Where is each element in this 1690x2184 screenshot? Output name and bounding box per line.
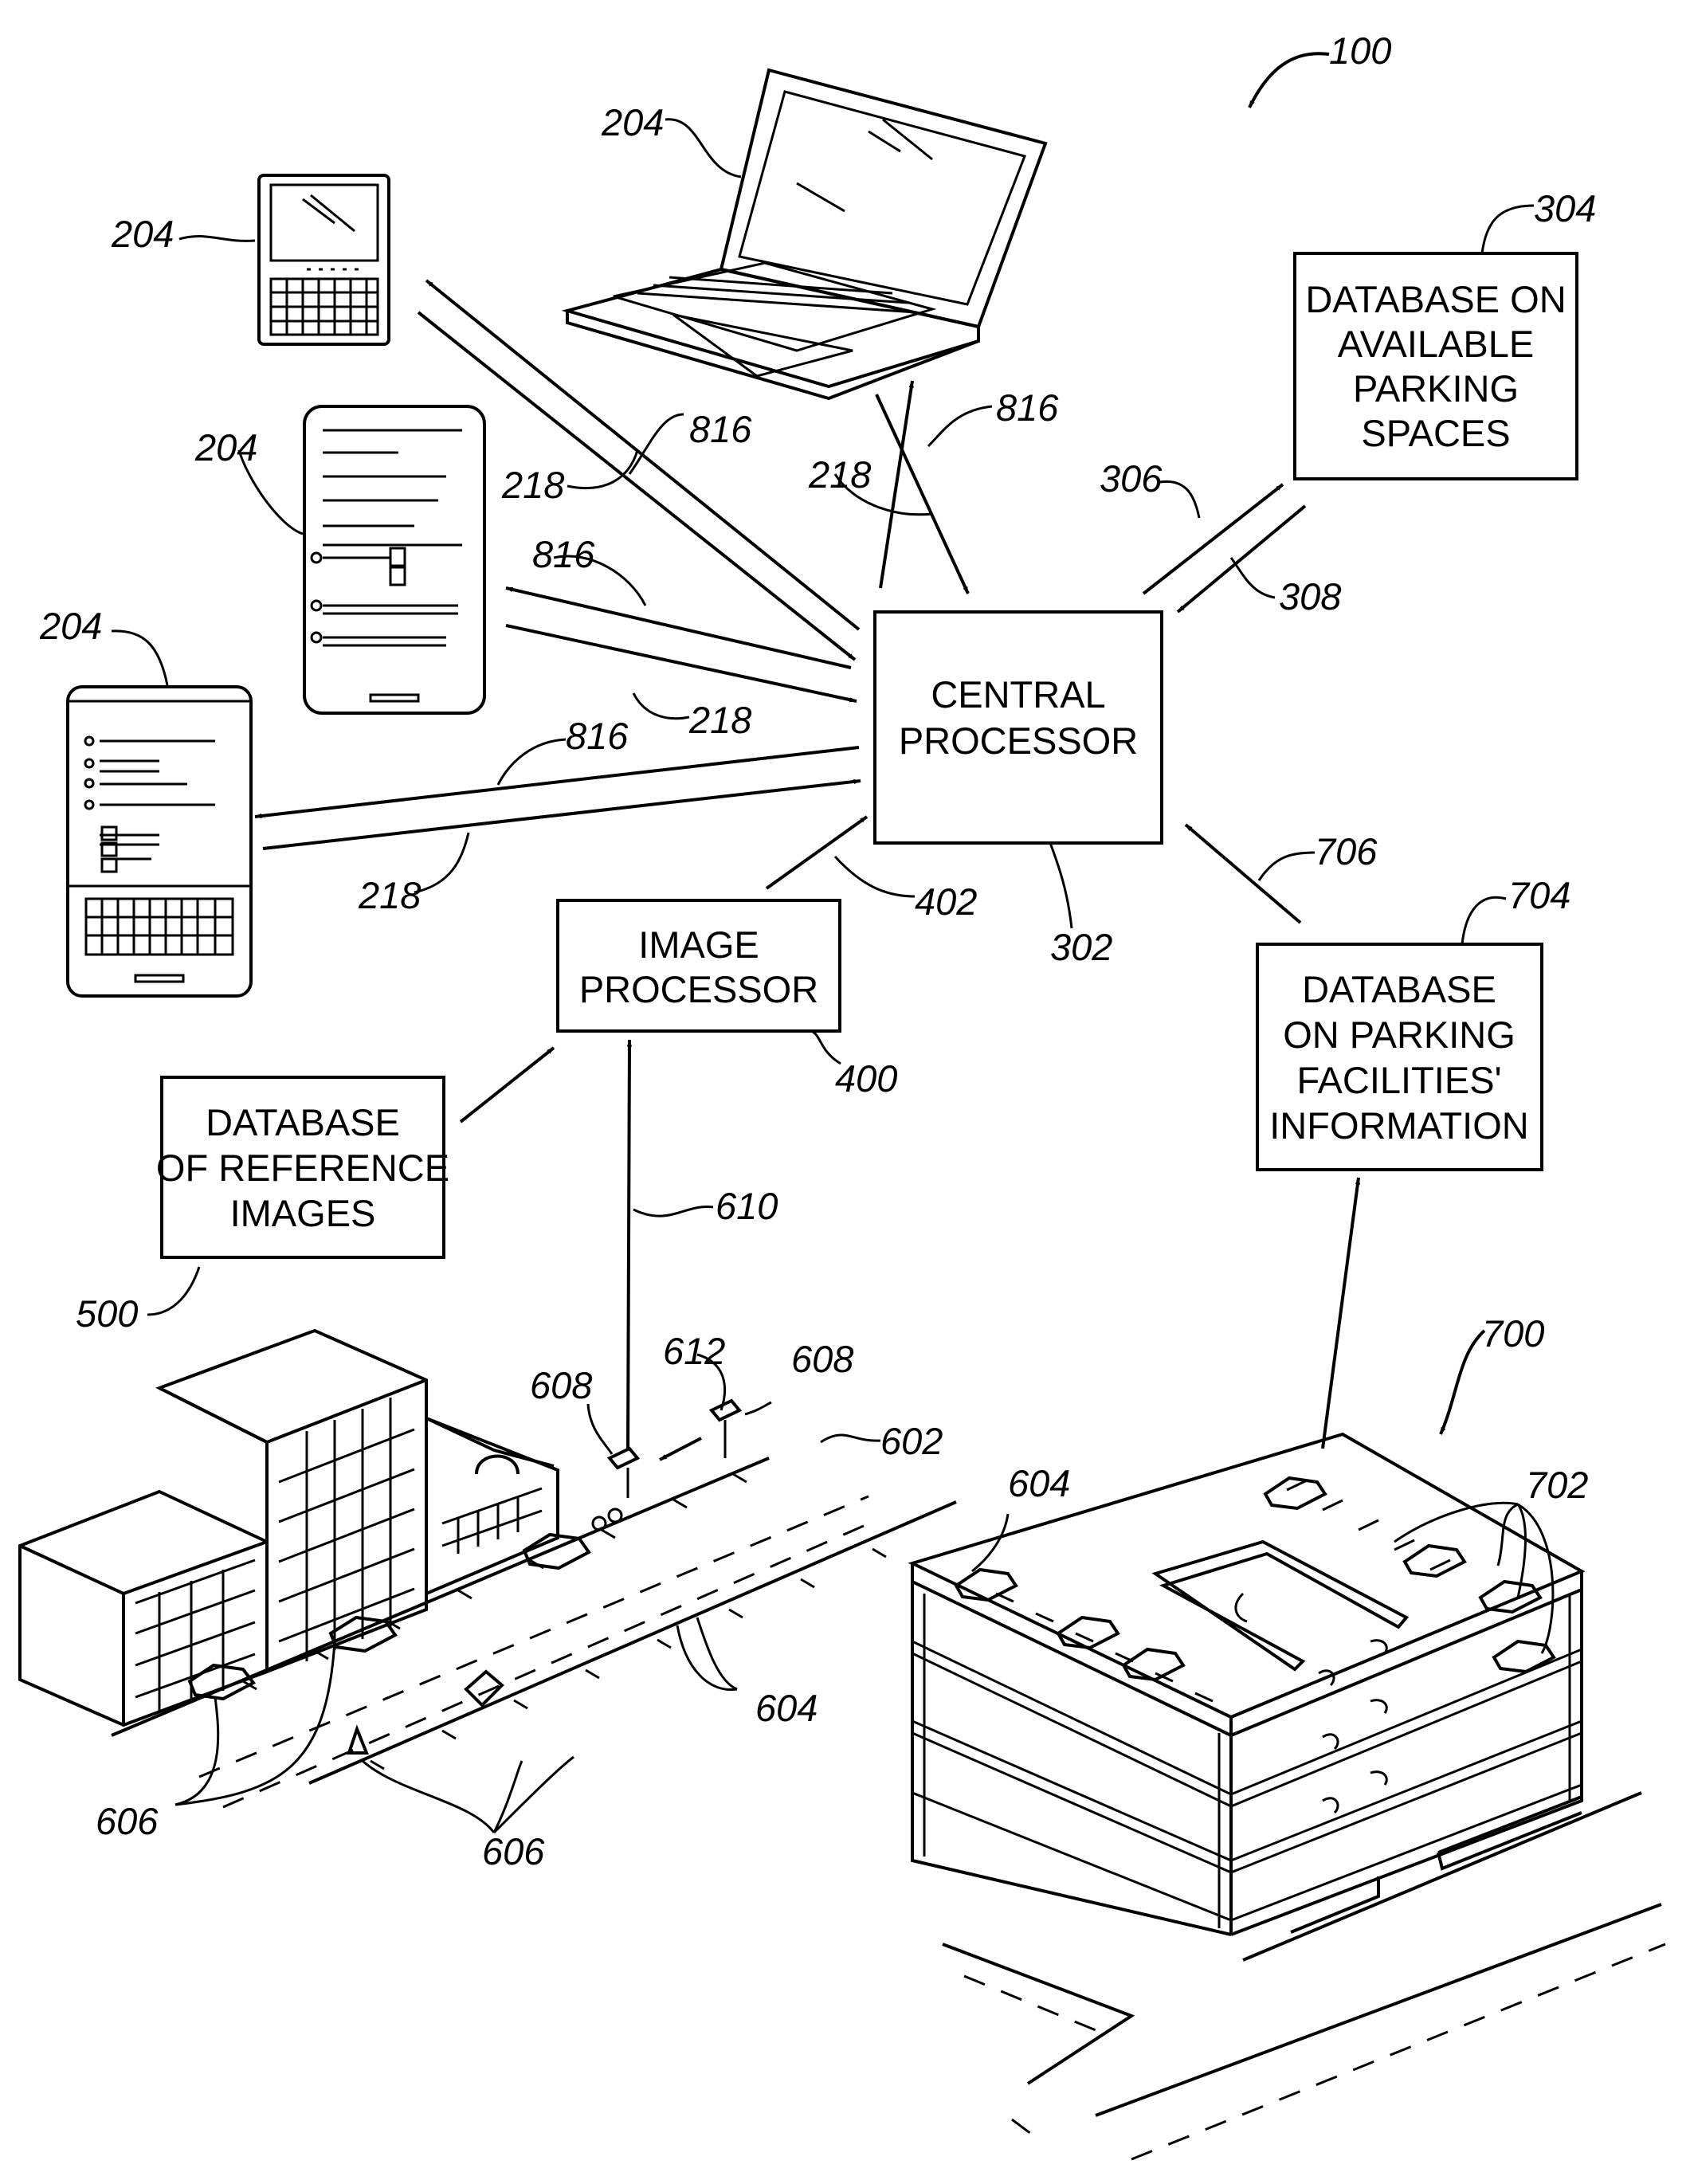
arrow-816-laptop [879,380,914,589]
image-processor-line-2: PROCESSOR [579,968,818,1010]
ref-204-small-phone: 204 [111,213,174,255]
arrow-308 [1176,504,1307,614]
ref-204-phone: 204 [39,605,102,647]
laptop-device [561,68,1048,401]
arrows [254,52,1486,1461]
ref-610: 610 [716,1185,778,1227]
ref-218-small-phone: 218 [501,464,564,506]
arrow-218-phone [262,778,861,850]
central-processor-box: CENTRAL PROCESSOR [873,610,1163,845]
ref-306: 306 [1100,457,1163,500]
database-available-parking-box: DATABASE ON AVAILABLE PARKING SPACES [1293,252,1578,480]
ref-816-small-phone: 816 [689,408,752,450]
ref-204-tablet: 204 [194,426,257,469]
image-processor-box: IMAGE PROCESSOR [556,899,841,1033]
ref-816-laptop: 816 [996,386,1059,429]
arrow-218-small-phone [417,311,857,661]
ref-604-street: 604 [755,1687,818,1729]
database-facilities-line-3: FACILITIES' [1296,1059,1501,1101]
ref-700: 700 [1482,1312,1544,1355]
small-phone-device [257,174,390,346]
database-facilities-line-1: DATABASE [1302,968,1496,1010]
arrow-100 [1248,52,1330,108]
central-processor-line-1: CENTRAL [931,673,1105,716]
database-facilities-line-4: INFORMATION [1269,1104,1529,1147]
ref-606-left: 606 [96,1800,159,1842]
arrow-garage-to-facilities [1321,1177,1361,1449]
arrow-610 [626,1039,633,1451]
ref-302: 302 [1050,926,1112,968]
ref-218-tablet: 218 [688,699,751,741]
arrow-218-tablet [505,624,857,703]
arrow-816-phone [254,746,860,819]
ref-204-laptop: 204 [601,101,664,143]
ref-218-phone: 218 [358,874,421,916]
image-processor-line-1: IMAGE [638,923,759,966]
database-facilities-line-2: ON PARKING [1283,1014,1516,1056]
database-available-line-3: PARKING [1353,367,1519,410]
ref-706: 706 [1315,830,1378,872]
phone-device [66,685,253,998]
ref-218-laptop: 218 [808,453,871,496]
ref-612: 612 [663,1330,725,1372]
database-reference-line-2: OF REFERENCE [156,1147,449,1189]
database-facilities-box: DATABASE ON PARKING FACILITIES' INFORMAT… [1256,943,1543,1171]
ref-308: 308 [1279,575,1341,618]
arrow-612 [659,1437,702,1461]
arrow-218-laptop [875,394,970,594]
database-available-line-2: AVAILABLE [1338,323,1534,365]
ref-604-garage: 604 [1008,1462,1070,1504]
ref-304: 304 [1534,187,1596,229]
database-reference-images-box: DATABASE OF REFERENCE IMAGES [156,1076,449,1259]
ref-608-right: 608 [791,1338,853,1380]
ref-816-phone: 816 [566,715,629,757]
arrow-306 [1142,483,1284,595]
arrow-reference-to-image [459,1046,555,1123]
ref-400: 400 [835,1057,897,1100]
arrow-402 [765,815,869,890]
database-reference-line-1: DATABASE [206,1101,400,1143]
parking-garage [908,1432,1666,2161]
central-processor-line-2: PROCESSOR [899,720,1138,762]
street-scene [18,1328,957,1809]
database-available-line-4: SPACES [1361,412,1510,454]
ref-500: 500 [76,1292,138,1335]
ref-704: 704 [1508,874,1570,916]
arrow-816-tablet [505,586,852,669]
ref-402: 402 [915,880,977,923]
arrow-706 [1184,823,1302,924]
ref-608-left: 608 [530,1364,592,1406]
leader-lines [111,118,1555,1834]
database-available-line-1: DATABASE ON [1305,278,1566,320]
ref-606-bottom: 606 [482,1830,545,1872]
ref-816-tablet: 816 [532,533,595,575]
reference-numerals: 100 204 204 204 204 304 816 218 816 218 … [39,29,1596,1872]
ref-702: 702 [1526,1464,1588,1506]
database-reference-line-3: IMAGES [230,1192,376,1234]
ref-100: 100 [1329,29,1391,72]
ref-602: 602 [880,1420,943,1462]
arrow-700 [1439,1329,1486,1435]
tablet-device [303,405,486,715]
